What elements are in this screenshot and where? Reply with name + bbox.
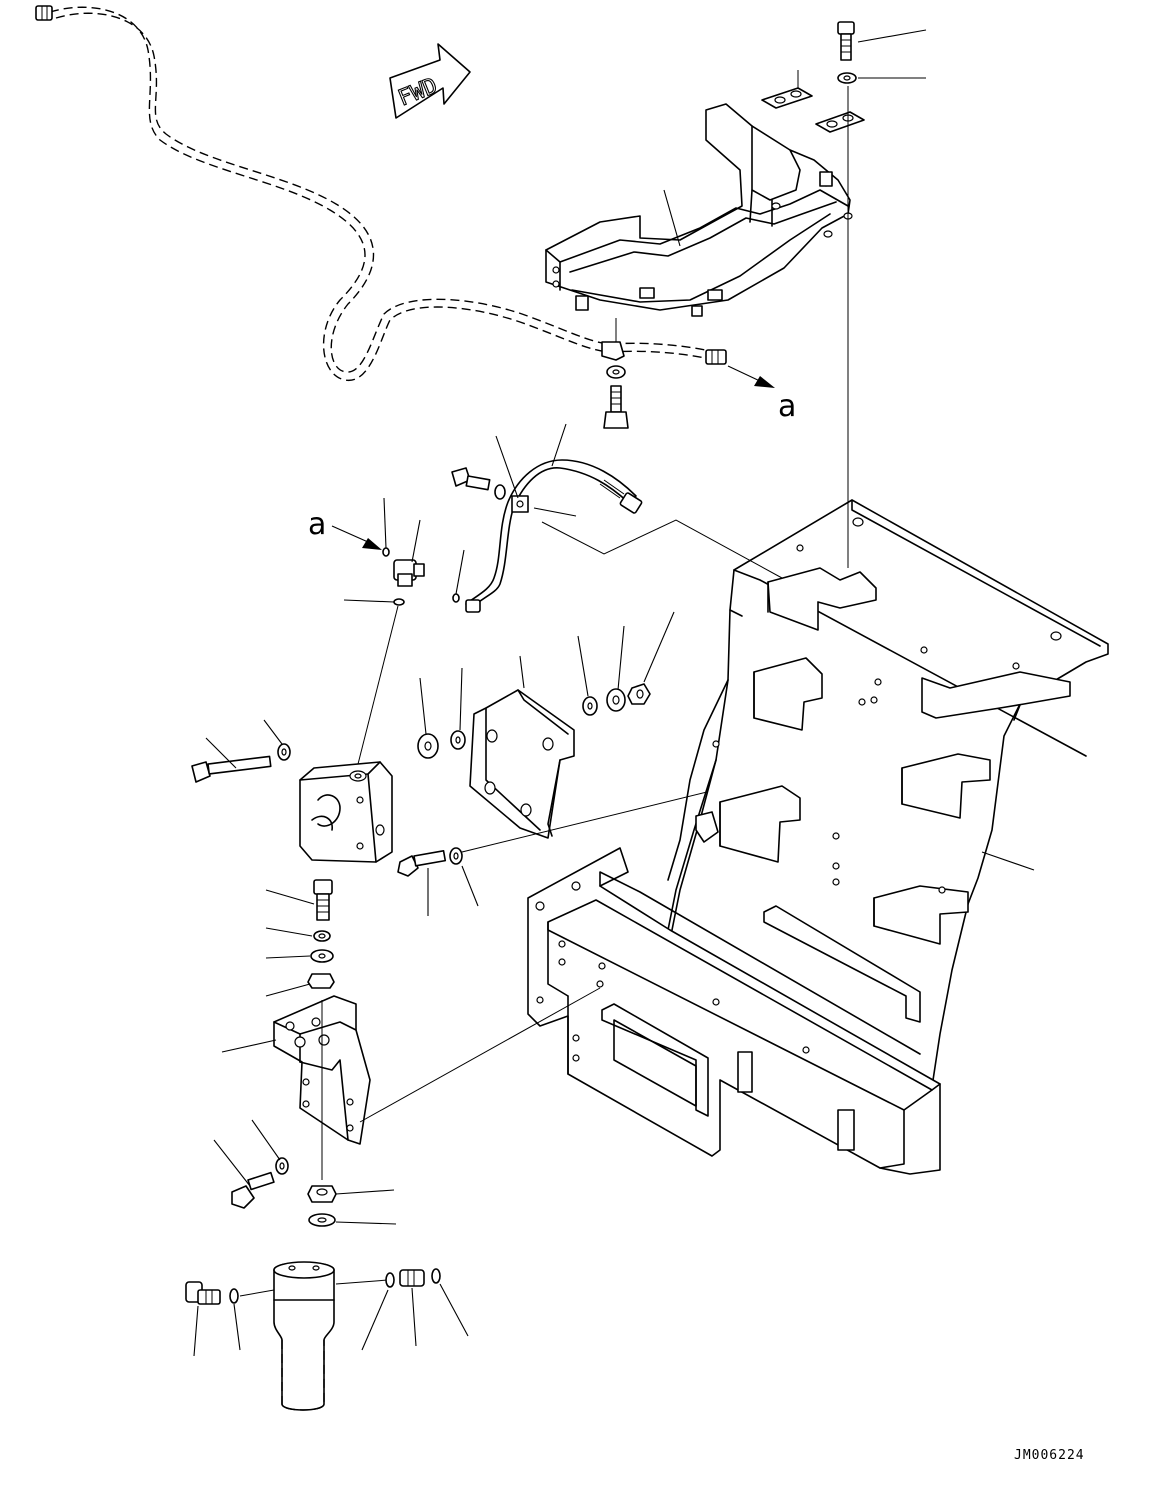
hose-fitting-top (705, 349, 775, 388)
filter-canister (239, 1261, 389, 1411)
mid-plate-bracket (469, 655, 575, 839)
drawing-code: JM006224 (1014, 1448, 1085, 1463)
valve-block (299, 761, 393, 863)
guide-line-2 (541, 519, 783, 579)
lower-left-bolt (213, 1119, 289, 1209)
lower-nut-washer (307, 1185, 397, 1227)
fwd-arrow-icon: FWD (389, 43, 471, 119)
arrow-head-icon (754, 376, 775, 388)
lower-bolt-stack (265, 879, 335, 997)
elbow-fitting (185, 1281, 241, 1357)
top-bolt (837, 21, 927, 84)
shim-plates (761, 70, 865, 133)
tee-fitting (343, 497, 465, 773)
long-bolt (191, 719, 291, 783)
middle-hose (451, 423, 643, 613)
dashed-hose (35, 5, 716, 381)
lower-mount-bracket (221, 987, 601, 1180)
arrow-head-icon (362, 538, 382, 550)
washers-mid (417, 611, 675, 759)
hose-clamp-upper (601, 318, 629, 429)
reference-arrow-left (331, 525, 382, 550)
main-frame (527, 499, 1109, 1175)
reference-label-a-top: a (778, 389, 796, 424)
upper-bracket (545, 103, 853, 317)
straight-fitting (361, 1268, 469, 1351)
reference-label-a-left: a (308, 507, 326, 542)
